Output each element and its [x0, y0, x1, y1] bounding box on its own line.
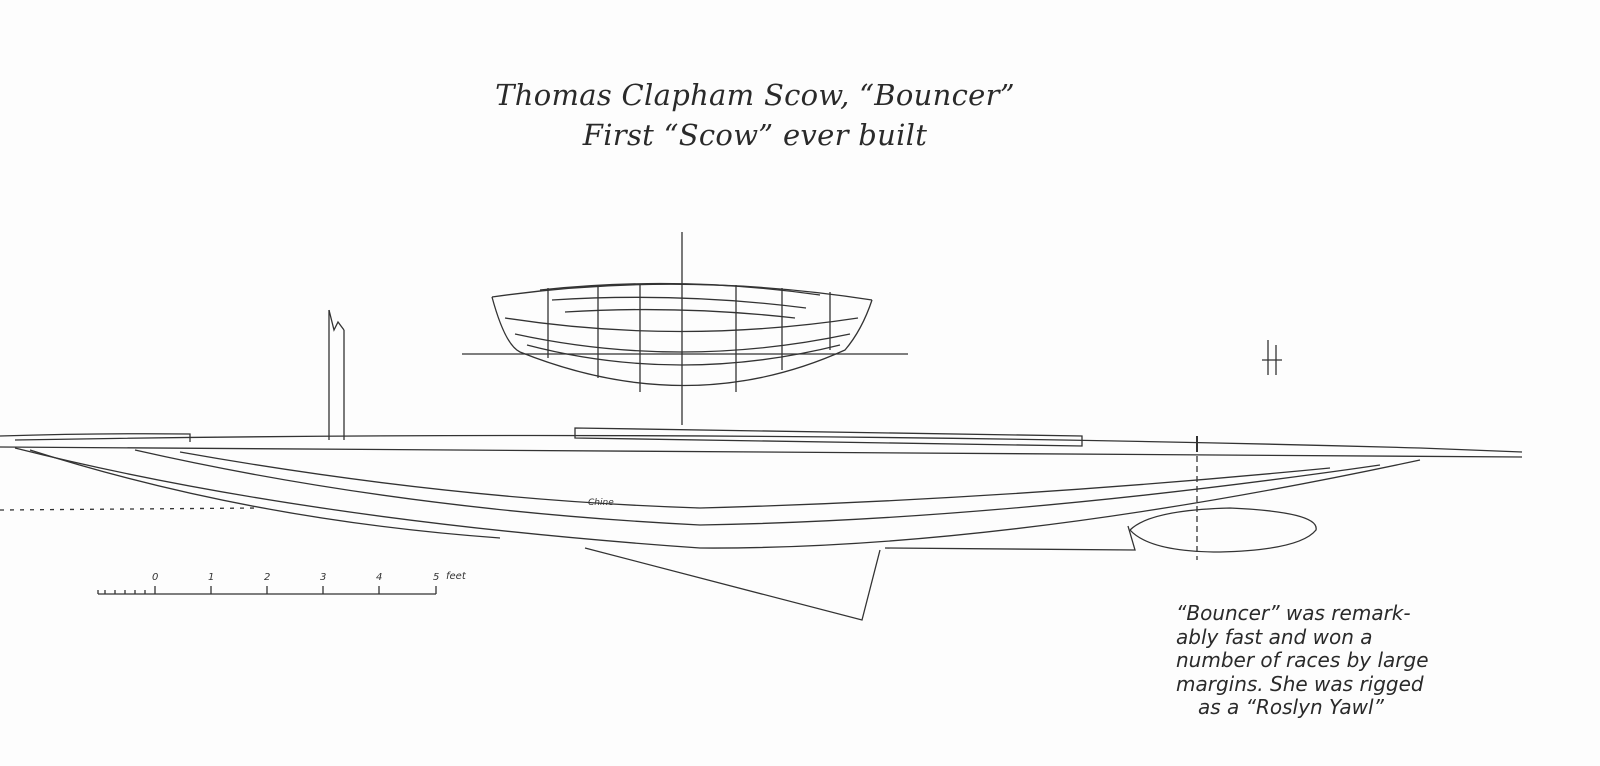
- scale-tick-5: 5: [433, 572, 439, 583]
- scale-tick-4: 4: [376, 572, 382, 583]
- scale-tick-1: 1: [208, 572, 214, 583]
- scale-bar: [97, 586, 437, 595]
- scale-unit-label: feet: [446, 571, 467, 582]
- scale-tick-0: 0: [152, 572, 158, 583]
- scale-tick-2: 2: [264, 572, 270, 583]
- caption-line: margins. She was rigged: [1176, 671, 1424, 696]
- caption-note: “Bouncer” was remark- ably fast and won …: [1176, 601, 1476, 720]
- diagram-subtitle: First “Scow” ever built: [582, 118, 928, 152]
- body-plan-section: [462, 232, 908, 425]
- mast-stub-mizzen: [1262, 340, 1282, 375]
- mast-stub-forward: [328, 309, 345, 440]
- caption-line: “Bouncer” was remark-: [1176, 601, 1411, 625]
- caption-line: number of races by large: [1176, 648, 1429, 672]
- scale-tick-3: 3: [320, 572, 326, 583]
- diagram-title: Thomas Clapham Scow, “Bouncer”: [495, 78, 1015, 112]
- caption-line: ably fast and won a: [1176, 624, 1373, 649]
- chine-label: Chine: [588, 498, 614, 508]
- hull-profile: [0, 427, 1523, 621]
- caption-line: as a “Roslyn Yawl”: [1198, 695, 1384, 719]
